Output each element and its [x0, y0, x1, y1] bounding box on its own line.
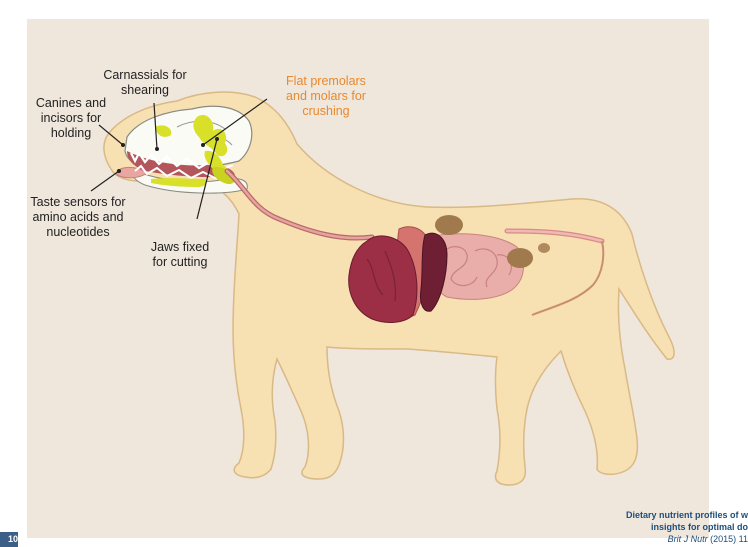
kidney-lower — [507, 248, 533, 268]
citation-line1: Dietary nutrient profiles of w — [625, 510, 748, 520]
label-carnassials: Carnassials for shearing — [103, 68, 187, 97]
lower-jaw-highlight — [151, 178, 207, 187]
rectum — [531, 240, 605, 316]
dog-anatomy-illustration — [90, 91, 675, 486]
citation: Dietary nutrient profiles of w insights … — [608, 509, 748, 545]
jaw-muscle-highlight — [193, 114, 228, 157]
diagram-panel: Carnassials for shearing Canines and inc… — [27, 19, 709, 538]
citation-line2: insights for optimal do — [651, 522, 748, 532]
label-canines: Canines and incisors for holding — [35, 96, 107, 140]
pointer-premolars — [202, 98, 268, 146]
liver-veins — [366, 250, 396, 302]
teeth-lower — [134, 164, 218, 180]
label-premolars: Flat premolars and molars for crushing — [286, 74, 366, 118]
upper-highlight — [155, 125, 172, 137]
label-jaws: Jaws fixed for cutting — [150, 240, 210, 269]
pointer-taste — [90, 170, 120, 192]
kidney-upper — [435, 215, 463, 235]
spleen — [420, 232, 448, 312]
pointer-jaws — [196, 138, 218, 220]
bladder — [538, 243, 550, 253]
gland-highlight — [212, 166, 235, 185]
liver — [348, 235, 418, 323]
pointer-carnassials — [153, 102, 158, 150]
citation-source: Brit J Nutr (2015) 11 — [667, 534, 748, 544]
pointer-canines — [98, 124, 124, 146]
label-taste: Taste sensors for amino acids and nucleo… — [30, 195, 126, 239]
page-number-tab: 10 — [0, 532, 18, 547]
